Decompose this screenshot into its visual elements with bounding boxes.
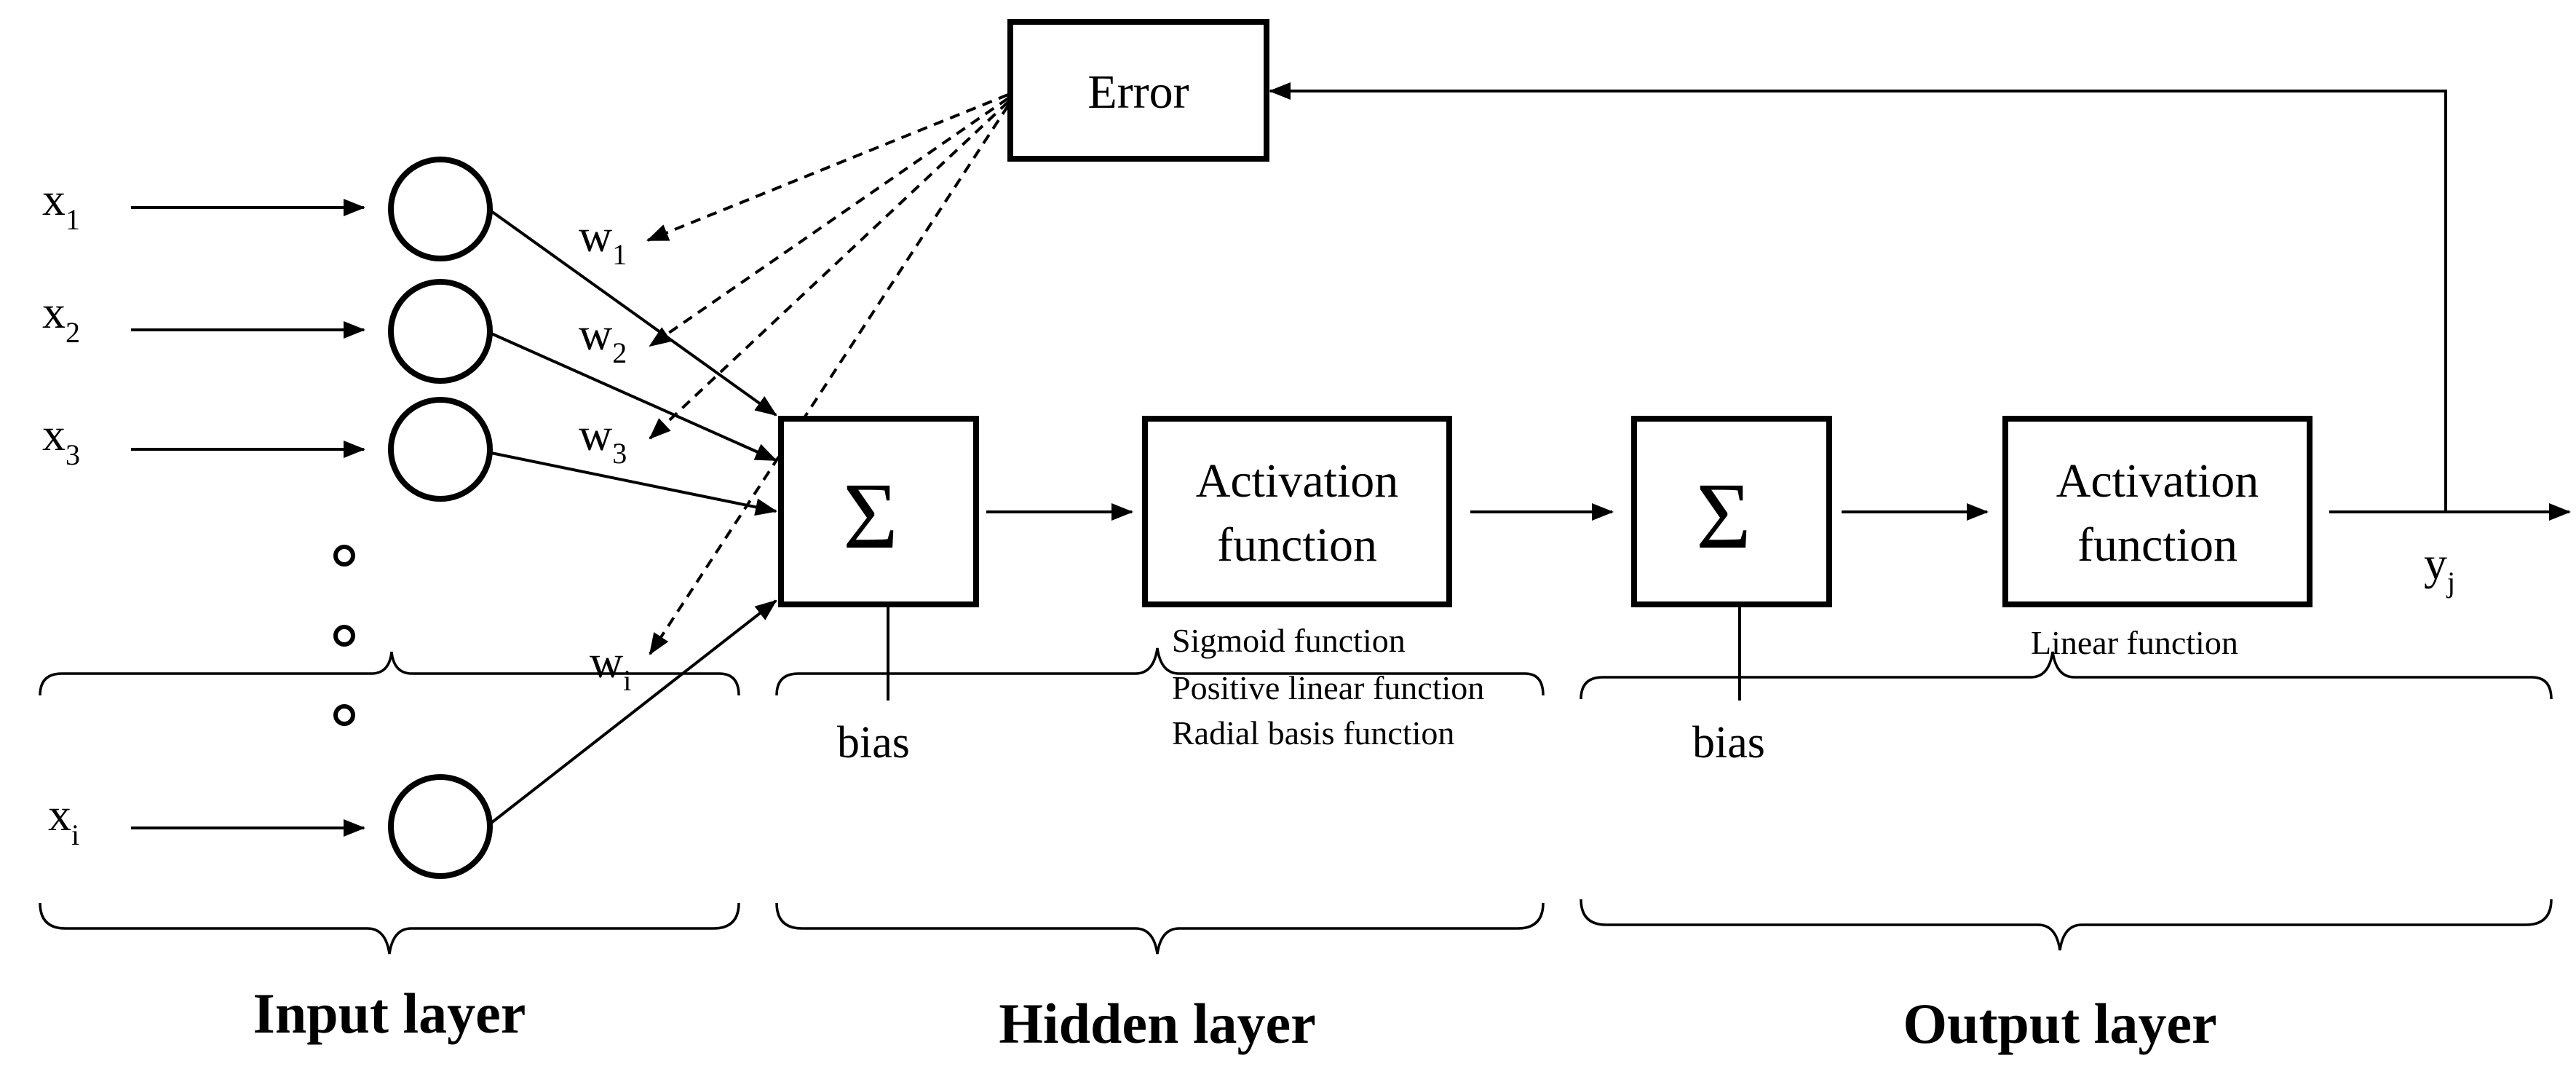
error-box: [1007, 19, 1269, 162]
connection-3: [491, 451, 777, 516]
brace-input-bottom: [39, 902, 740, 955]
output-activation-box: [2002, 416, 2313, 607]
weight-label-w3: w3: [579, 409, 627, 470]
weight-label-w2: w2: [579, 308, 627, 369]
hidden-sum-box: [778, 416, 979, 607]
input-node-3: [388, 397, 493, 502]
brace-hidden-bottom: [775, 902, 1545, 955]
hidden-sum-symbol: Σ: [843, 464, 898, 569]
input-label-x3: x3: [42, 409, 80, 471]
brace-output-mid: [1580, 651, 2553, 700]
feedback-path: [1269, 82, 2447, 512]
ellipsis-dot: [333, 545, 355, 567]
output-activation-label-2: function: [2077, 518, 2238, 572]
brace-input-mid: [39, 651, 740, 696]
hidden-function-2: Positive linear function: [1172, 669, 1484, 706]
layer-title-input: Input layer: [253, 982, 526, 1045]
ellipsis-dot: [333, 704, 355, 726]
brace-hidden-mid: [775, 647, 1545, 696]
connection-1: [490, 210, 777, 417]
error-label: Error: [1087, 66, 1189, 119]
input-node-i: [388, 774, 493, 879]
hidden-activation-box: [1142, 416, 1452, 607]
backprop-wi: [649, 104, 1010, 655]
input-label-x1: x1: [42, 173, 80, 236]
backprop-w2: [649, 97, 1010, 347]
hidden-function-1: Sigmoid function: [1172, 622, 1406, 659]
output-function-label: Linear function: [2031, 624, 2238, 661]
input-label-xi: xi: [48, 789, 79, 851]
input-node-1: [388, 157, 493, 261]
hidden-activation-label-1: Activation: [1196, 454, 1399, 508]
weight-label-w1: w1: [579, 210, 627, 271]
hidden-function-3: Radial basis function: [1172, 714, 1454, 751]
backprop-w1: [646, 93, 1009, 242]
layer-title-hidden: Hidden layer: [999, 992, 1316, 1055]
output-sum-box: [1631, 416, 1832, 607]
hidden-bias-label: bias: [837, 718, 910, 768]
weight-label-wi: wi: [590, 636, 631, 697]
hidden-activation-label-2: function: [1217, 518, 1377, 572]
input-label-x2: x2: [42, 286, 80, 349]
backprop-w3: [649, 100, 1010, 440]
layer-title-output: Output layer: [1903, 992, 2216, 1055]
output-activation-label-1: Activation: [2056, 454, 2259, 508]
ellipsis-dot: [333, 625, 355, 647]
output-label-yj: yj: [2424, 537, 2455, 599]
connection-2: [491, 332, 777, 462]
output-sum-symbol: Σ: [1696, 464, 1751, 569]
connection-i: [490, 599, 777, 824]
brace-output-bottom: [1580, 899, 2553, 951]
input-node-2: [388, 279, 493, 384]
output-bias-label: bias: [1692, 718, 1765, 768]
